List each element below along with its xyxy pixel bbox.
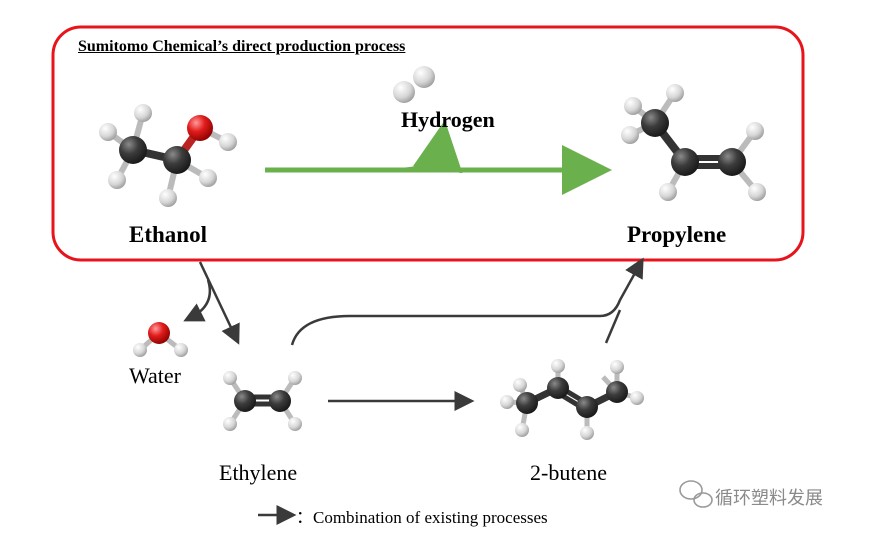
label-hydrogen: Hydrogen (401, 107, 495, 132)
label-water: Water (129, 363, 181, 388)
box-title: Sumitomo Chemical’s direct production pr… (78, 38, 406, 55)
watermark-text: 循环塑料发展 (715, 488, 823, 509)
label-propylene: Propylene (627, 222, 727, 247)
wechat-icon (679, 480, 713, 508)
ethylene-molecule (223, 371, 302, 431)
arrow-ethanol-to-ethylene (198, 261, 240, 345)
arrow-ethylene-to-propylene (290, 257, 644, 346)
direct-process-box (51, 25, 805, 262)
arrow-butene-to-propylene (604, 309, 622, 344)
water-molecule (133, 322, 188, 357)
existing-process-arrows (183, 257, 644, 411)
label-ethylene: Ethylene (219, 460, 298, 485)
label-butene: 2-butene (530, 460, 607, 485)
hydrogen-molecule (393, 66, 435, 103)
arrow-ethanol-to-water (183, 279, 212, 322)
butene-molecule (500, 359, 644, 440)
legend-text: ：Combination of existing processes (296, 508, 548, 527)
ethanol-molecule (99, 104, 237, 207)
propylene-molecule (621, 84, 766, 201)
hydrogen-branch-arrow (404, 120, 463, 174)
label-ethanol: Ethanol (129, 222, 207, 247)
